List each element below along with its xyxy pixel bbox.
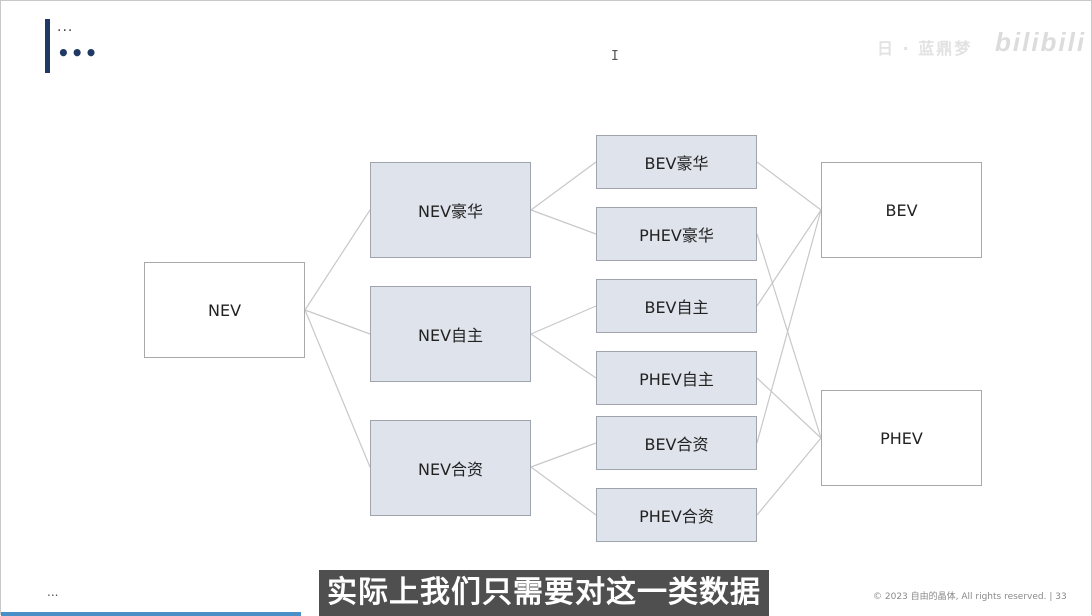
node-phev-joint-venture: PHEV合资 [596, 488, 757, 542]
connector-line [530, 209, 597, 235]
connector-line [756, 437, 822, 516]
node-nev-domestic: NEV自主 [370, 286, 531, 382]
connector-line [756, 377, 822, 439]
node-nev: NEV [144, 262, 305, 358]
watermark-text: 日 · 蓝鼎梦 [877, 39, 973, 58]
node-bev-domestic: BEV自主 [596, 279, 757, 333]
connector-line [756, 161, 822, 211]
connector-line [304, 309, 371, 468]
node-bev-luxury: BEV豪华 [596, 135, 757, 189]
title-accent-bar [45, 19, 50, 73]
node-bev-joint-venture: BEV合资 [596, 416, 757, 470]
connector-line [530, 466, 597, 516]
node-bev: BEV [821, 162, 982, 258]
footer-left-text: ... [47, 585, 59, 599]
bilibili-watermark: 日 · 蓝鼎梦 bilibili [877, 27, 1084, 63]
node-phev-domestic: PHEV自主 [596, 351, 757, 405]
connector-line [304, 209, 371, 311]
connector-line [530, 442, 597, 468]
connector-line [756, 209, 822, 307]
connector-line [756, 209, 822, 444]
node-phev: PHEV [821, 390, 982, 486]
connector-line [530, 333, 597, 379]
node-nev-luxury: NEV豪华 [370, 162, 531, 258]
progress-strip [1, 612, 301, 616]
slide-subtitle-text: ... [57, 19, 74, 35]
bilibili-logo-icon: bilibili [995, 27, 1087, 57]
text-cursor-icon: I [611, 49, 619, 64]
node-phev-luxury: PHEV豪华 [596, 207, 757, 261]
connector-line [530, 305, 597, 335]
copyright-footer: © 2023 自由的晶体, All rights reserved. | 33 [873, 592, 1067, 602]
connector-line [530, 161, 597, 211]
connector-line [756, 233, 822, 439]
slide-title: ••• [57, 41, 99, 65]
node-nev-joint-venture: NEV合资 [370, 420, 531, 516]
video-subtitle: 实际上我们只需要对这一类数据 [319, 570, 769, 616]
connector-line [304, 309, 371, 335]
